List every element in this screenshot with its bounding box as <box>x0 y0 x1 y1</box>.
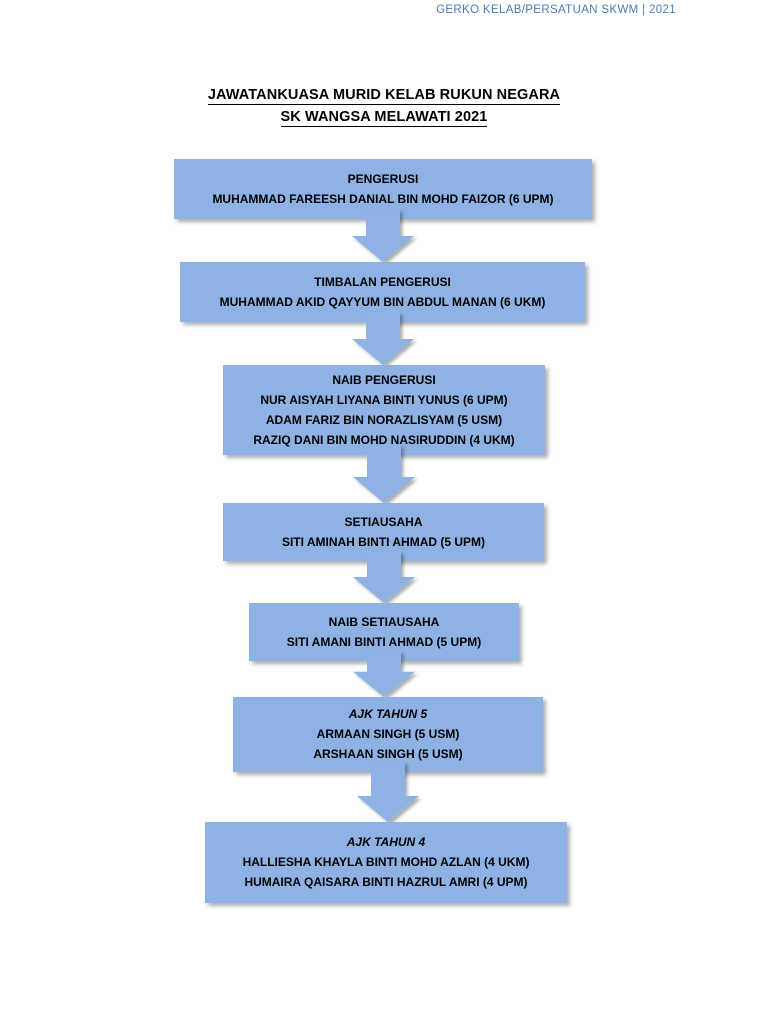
header-label: GERKO KELAB/PERSATUAN SKWM | 2021 <box>436 4 676 16</box>
org-node: NAIB PENGERUSI NUR AISYAH LIYANA BINTI YU… <box>223 365 545 455</box>
down-arrow-connector <box>352 551 415 603</box>
org-node-member: MUHAMMAD FAREESH DANIAL BIN MOHD FAIZOR … <box>212 191 554 206</box>
org-node-role: NAIB SETIAUSAHA <box>328 614 440 629</box>
document-header: GERKO KELAB/PERSATUAN SKWM | 2021 <box>0 0 768 28</box>
org-node: PENGERUSI MUHAMMAD FAREESH DANIAL BIN MOH… <box>174 159 592 219</box>
down-arrow-connector <box>351 312 414 365</box>
page-title: JAWATANKUASA MURID KELAB RUKUN NEGARA SK… <box>0 84 768 128</box>
org-node-role: AJK TAHUN 5 <box>348 707 428 721</box>
org-node-member: NUR AISYAH LIYANA BINTI YUNUS (6 UPM) <box>260 392 508 407</box>
org-node-role: PENGERUSI <box>347 171 419 186</box>
org-node-role: AJK TAHUN 4 <box>346 835 426 849</box>
page-title-line-2: SK WANGSA MELAWATI 2021 <box>0 106 768 128</box>
org-node-member: ARSHAAN SINGH (5 USM) <box>313 747 463 761</box>
org-node-member: HUMAIRA QAISARA BINTI HAZRUL AMRI (4 UPM… <box>244 875 528 889</box>
org-node-member: RAZIQ DANI BIN MOHD NASIRUDDIN (4 UKM) <box>253 432 515 447</box>
page-title-line-2-text: SK WANGSA MELAWATI 2021 <box>280 109 488 127</box>
org-node-role: SETIAUSAHA <box>344 514 423 529</box>
page-title-line-1-text: JAWATANKUASA MURID KELAB RUKUN NEGARA <box>207 87 561 105</box>
org-node-member: SITI AMINAH BINTI AHMAD (5 UPM) <box>281 534 486 549</box>
page-title-line-1: JAWATANKUASA MURID KELAB RUKUN NEGARA <box>0 84 768 106</box>
org-node-member: HALLIESHA KHAYLA BINTI MOHD AZLAN (4 UKM… <box>242 855 530 869</box>
down-arrow-connector <box>353 651 415 697</box>
org-node-role: NAIB PENGERUSI <box>332 372 436 387</box>
down-arrow-connector <box>353 445 415 503</box>
org-node-member: SITI AMANI BINTI AHMAD (5 UPM) <box>286 634 482 649</box>
org-node-member: ARMAAN SINGH (5 USM) <box>316 727 460 741</box>
org-node: AJK TAHUN 4 HALLIESHA KHAYLA BINTI MOHD A… <box>205 822 567 903</box>
org-node-member: MUHAMMAD AKID QAYYUM BIN ABDUL MANAN (6 … <box>219 294 546 309</box>
down-arrow-connector <box>352 209 414 262</box>
down-arrow-connector <box>357 762 419 822</box>
org-node-role: TIMBALAN PENGERUSI <box>314 274 451 289</box>
org-node-member: ADAM FARIZ BIN NORAZLISYAM (5 USM) <box>265 412 503 427</box>
org-node: AJK TAHUN 5 ARMAAN SINGH (5 USM) ARSHAAN S… <box>233 697 543 772</box>
